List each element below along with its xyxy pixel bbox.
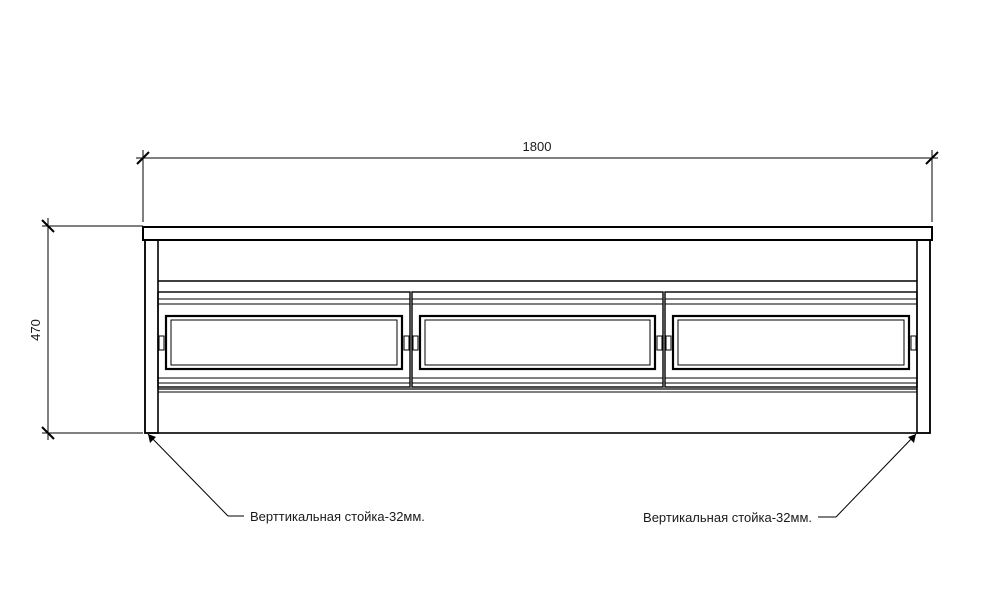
- cabinet-body: [144, 239, 931, 434]
- height-dimension: 470: [28, 218, 143, 440]
- drawer-panel: [671, 314, 911, 371]
- hinge-icon: [665, 335, 672, 351]
- hinge-icon: [910, 335, 917, 351]
- hinge-icon: [412, 335, 419, 351]
- cabinet: [142, 226, 933, 434]
- drawer-2: [411, 291, 664, 388]
- left-callout-label: Верттикальная стойка-32мм.: [250, 509, 425, 524]
- width-dimension-label: 1800: [523, 139, 552, 154]
- right-callout-label: Вертикальная стойка-32мм.: [643, 510, 812, 525]
- drawer-panel: [164, 314, 404, 371]
- right-vertical-post: [916, 239, 931, 434]
- countertop: [142, 226, 933, 241]
- hinge-icon: [656, 335, 663, 351]
- drawer-1: [157, 291, 411, 388]
- left-callout: Верттикальная стойка-32мм.: [147, 433, 425, 524]
- width-dimension: 1800: [136, 139, 939, 222]
- drawer-panel: [418, 314, 657, 371]
- hinge-icon: [158, 335, 165, 351]
- hinge-icon: [403, 335, 410, 351]
- right-callout: Вертикальная стойка-32мм.: [643, 433, 917, 525]
- drawer-3: [664, 291, 918, 388]
- height-dimension-label: 470: [28, 319, 43, 341]
- left-vertical-post: [144, 239, 159, 434]
